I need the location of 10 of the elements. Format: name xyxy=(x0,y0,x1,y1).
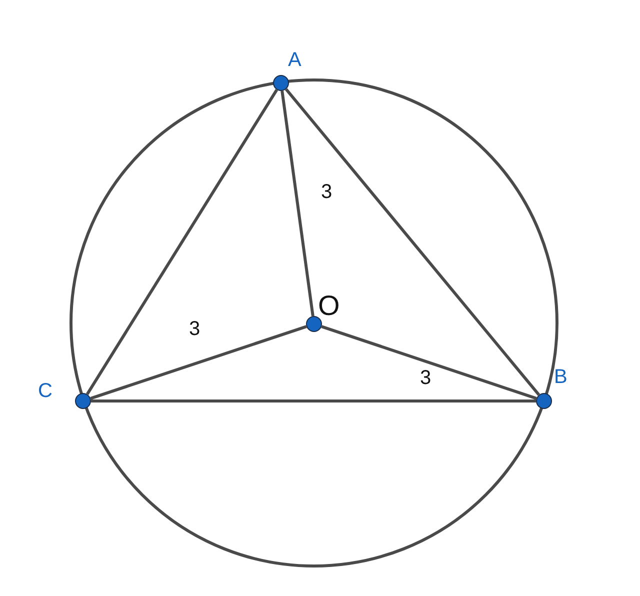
point-label: A xyxy=(288,50,302,70)
point-label: B xyxy=(554,367,568,387)
line-segment xyxy=(86,89,278,395)
line-segment xyxy=(284,88,540,396)
line-segment xyxy=(91,400,536,402)
line-segment xyxy=(321,325,537,400)
line-segment xyxy=(280,90,314,316)
line-segment xyxy=(90,325,307,400)
point-label: O xyxy=(318,292,340,320)
point-label: C xyxy=(38,381,52,401)
